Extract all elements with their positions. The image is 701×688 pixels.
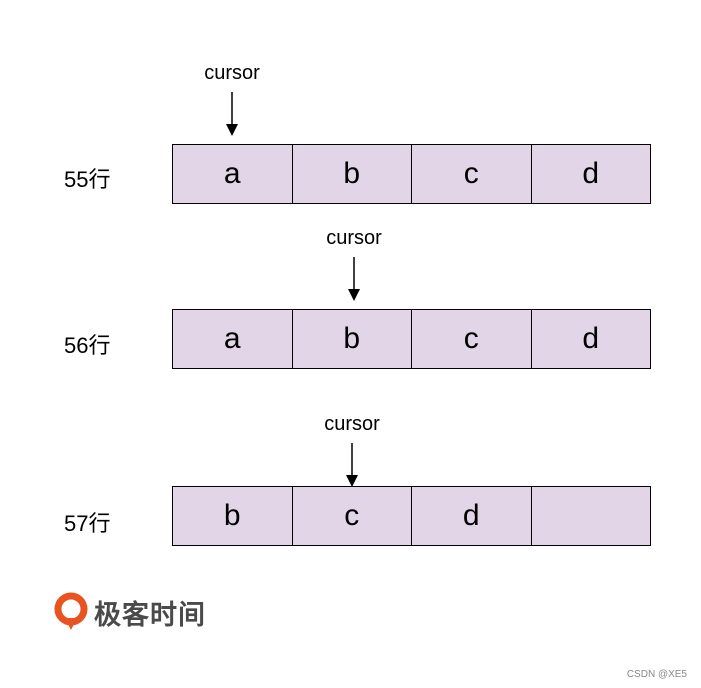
array-cell — [530, 486, 651, 546]
geektime-logo-icon — [54, 592, 88, 630]
arrow-down-icon — [348, 257, 360, 301]
array-cell: d — [411, 486, 532, 546]
array-row: a b c d — [172, 144, 651, 204]
arrow-down-icon — [346, 443, 358, 487]
array-cell: d — [530, 144, 651, 204]
row-label: 55行 — [64, 167, 111, 192]
logo-text: 极客时间 — [94, 599, 206, 631]
watermark: CSDN @XE5 — [626, 669, 687, 680]
array-row: b c d — [172, 486, 651, 546]
geektime-logo: 极客时间 — [54, 592, 206, 632]
arrow-down-icon — [226, 92, 238, 136]
array-cell: b — [172, 486, 293, 546]
array-cell: b — [291, 309, 412, 369]
cursor-label: cursor — [204, 62, 260, 84]
array-cell: a — [172, 144, 293, 204]
cursor-label: cursor — [326, 227, 382, 249]
array-cell: c — [291, 486, 412, 546]
row-label: 56行 — [64, 333, 111, 358]
row-label: 57行 — [64, 511, 111, 536]
cursor-label: cursor — [324, 413, 380, 435]
array-cell: c — [411, 144, 532, 204]
array-cell: d — [530, 309, 651, 369]
array-cell: c — [411, 309, 532, 369]
array-cell: b — [291, 144, 412, 204]
array-row: a b c d — [172, 309, 651, 369]
array-cell: a — [172, 309, 293, 369]
